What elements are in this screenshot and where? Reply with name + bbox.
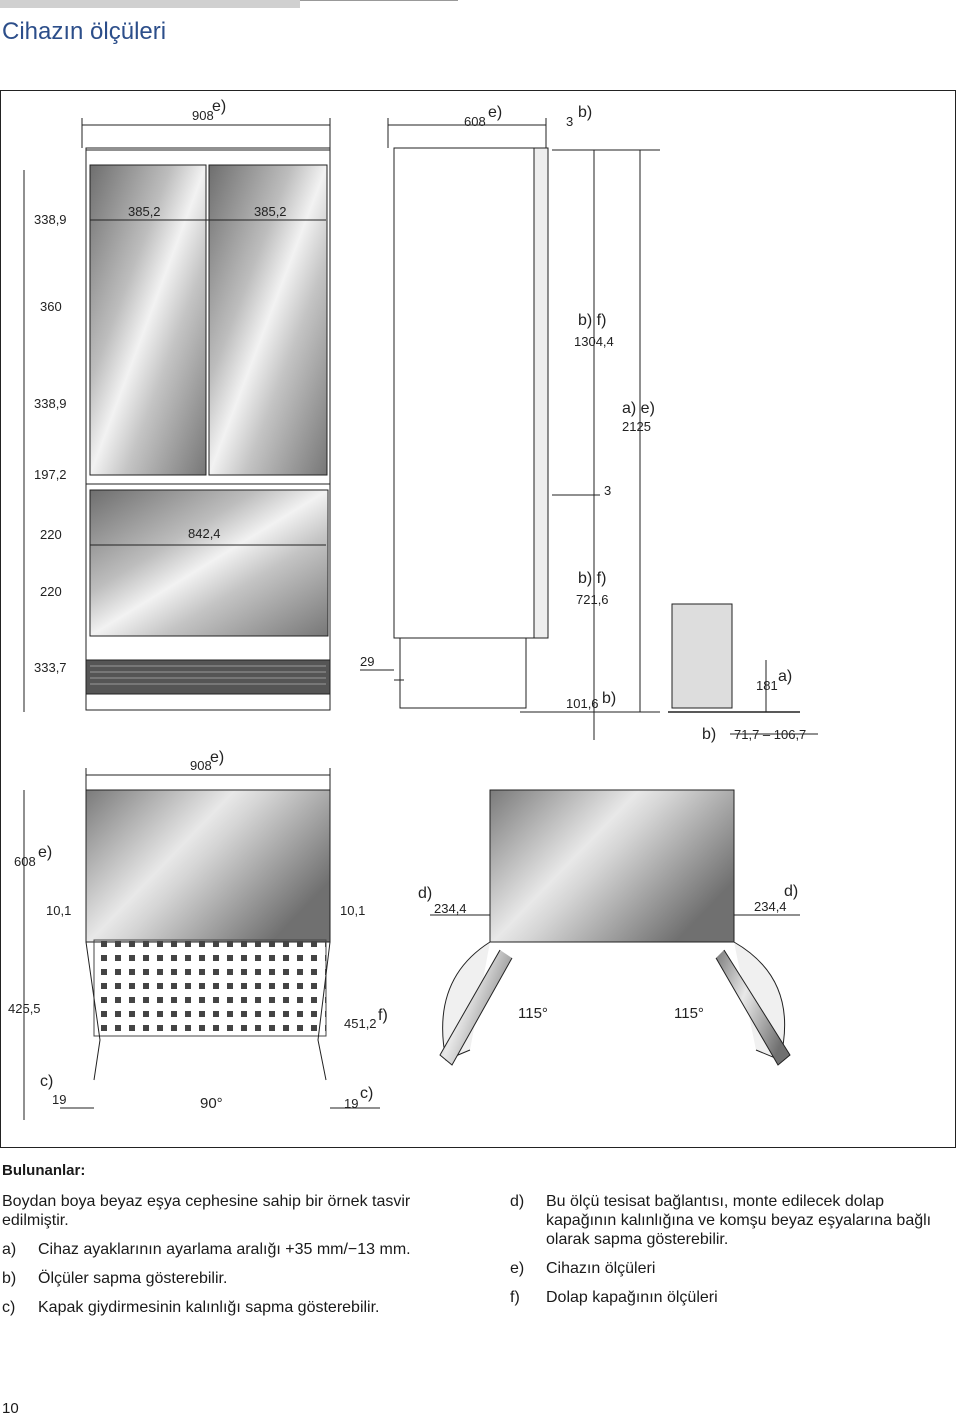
label-f: f) (378, 1007, 388, 1024)
dim-base-h: 101,6 (566, 696, 599, 711)
label-e: e) (210, 749, 224, 766)
label-e: e) (38, 844, 52, 861)
top-bar (0, 0, 300, 8)
dim-upper-h: 1304,4 (574, 334, 614, 349)
top-rule (300, 0, 458, 1)
note-item: b) Ölçüler sapma gösterebilir. (2, 1270, 228, 1287)
dim-gap: 3 (566, 114, 573, 129)
page-title: Cihazın ölçüleri (2, 18, 167, 45)
dim-inset-r: 10,1 (340, 903, 365, 918)
dimension-diagram: 908 e) 608 e) 3 b) 338,9 360 338,9 197,2… (8, 98, 818, 1120)
dim-h7: 333,7 (34, 660, 67, 675)
dim-plan-width: 908 (190, 758, 212, 773)
dim-door-w2: 385,2 (254, 204, 287, 219)
note-item: d) Bu ölçü tesisat bağlantısı, monte edi… (510, 1193, 932, 1248)
angle-90: 90° (200, 1095, 223, 1112)
dim-gap-mid: 3 (604, 483, 611, 498)
dim-lower-h: 721,6 (576, 592, 609, 607)
notes-left: Boydan boya beyaz eşya cephesine sahip b… (2, 1192, 462, 1327)
note-item: a) Cihaz ayaklarının ayarlama aralığı +3… (2, 1241, 411, 1258)
dim-drawer-w: 842,4 (188, 526, 221, 541)
label-a: a) (778, 668, 792, 685)
dim-side-depth: 608 (464, 114, 486, 129)
notes-intro: Boydan boya beyaz eşya cephesine sahip b… (2, 1193, 411, 1229)
label-d: d) (418, 885, 432, 902)
dim-h3: 338,9 (34, 396, 67, 411)
label-b: b) (578, 104, 592, 121)
label-c: c) (360, 1085, 373, 1102)
label-b: b) (602, 690, 616, 707)
dim-total-h: 2125 (622, 419, 651, 434)
dim-top-width: 908 (192, 108, 214, 123)
dim-clr-r: 19 (344, 1096, 358, 1111)
notes-right: d) Bu ölçü tesisat bağlantısı, monte edi… (510, 1192, 956, 1317)
dim-door-l: 234,4 (434, 901, 467, 916)
label-ae: a) e) (622, 400, 655, 417)
angle-left: 115° (518, 1005, 548, 1022)
label-bf: b) f) (578, 312, 606, 329)
dim-clr-l: 19 (52, 1092, 66, 1107)
dim-h4: 197,2 (34, 467, 67, 482)
note-item: f) Dolap kapağının ölçüleri (510, 1289, 718, 1306)
notes-heading: Bulunanlar: (2, 1162, 86, 1179)
label-bf: b) f) (578, 570, 606, 587)
dim-h6: 220 (40, 584, 62, 599)
label-b: b) (702, 726, 716, 743)
note-item: c) Kapak giydirmesinin kalınlığı sapma g… (2, 1299, 380, 1316)
dim-h2: 360 (40, 299, 62, 314)
page-number: 10 (2, 1400, 19, 1417)
dim-h1: 338,9 (34, 212, 67, 227)
dim-door-r: 234,4 (754, 899, 787, 914)
label-e: e) (488, 104, 502, 121)
angle-right: 115° (674, 1005, 704, 1022)
diagram-frame (0, 90, 956, 1148)
label-c: c) (40, 1073, 53, 1090)
label-e: e) (212, 98, 226, 115)
dim-swing: 425,5 (8, 1001, 41, 1016)
dim-door-w1: 385,2 (128, 204, 161, 219)
dim-swing2: 451,2 (344, 1016, 377, 1031)
dim-plan-depth: 608 (14, 854, 36, 869)
dim-toe: 29 (360, 654, 374, 669)
dim-plinth-range: 71,7 – 106,7 (734, 727, 806, 742)
label-d: d) (784, 883, 798, 900)
dim-h5: 220 (40, 527, 62, 542)
dim-plinth: 181 (756, 678, 778, 693)
note-item: e) Cihazın ölçüleri (510, 1260, 656, 1277)
dim-inset-l: 10,1 (46, 903, 71, 918)
